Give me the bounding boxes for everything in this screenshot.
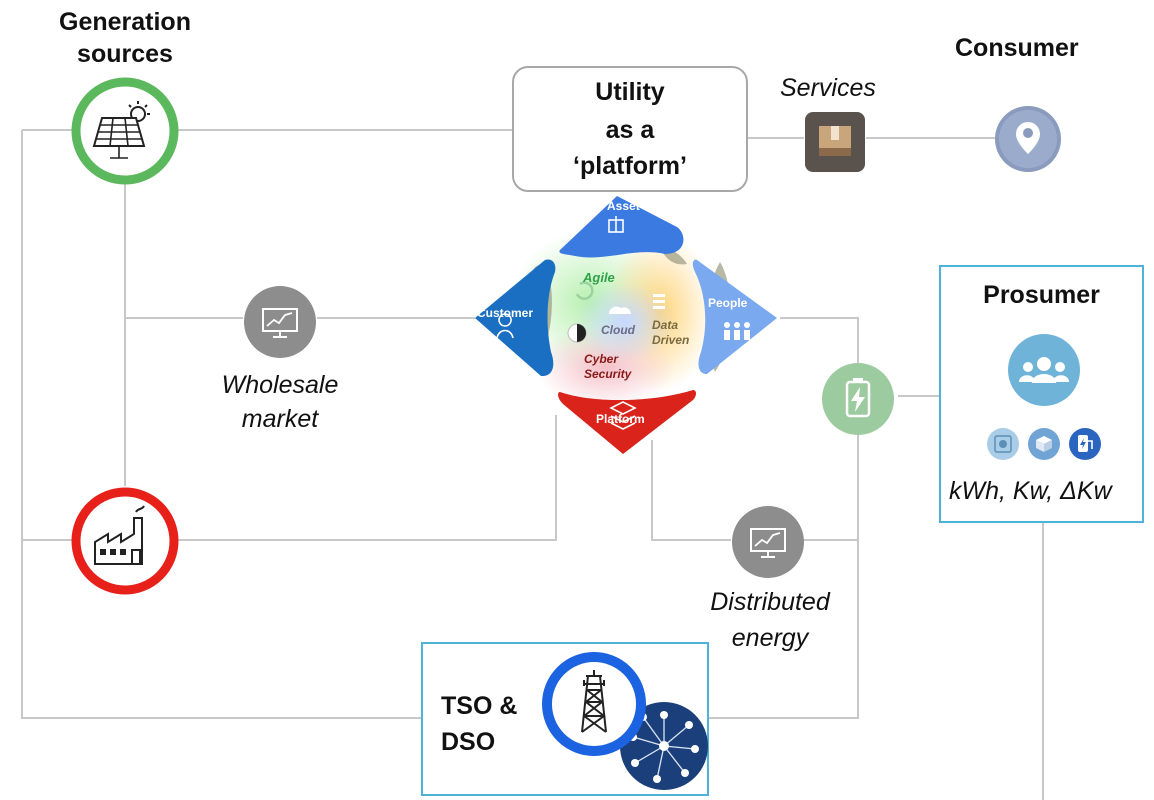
cyber-security-label: Cyber Security (584, 352, 631, 382)
battery-tso-line (709, 428, 859, 719)
platform-diamond (475, 196, 777, 454)
battery-icon (822, 363, 894, 435)
data-driven-line1: Data (652, 318, 679, 332)
platform-label: Platform (596, 412, 645, 426)
data-driven-line2: Driven (652, 333, 690, 347)
asset-label: Asset (607, 199, 640, 213)
people-label: People (708, 296, 748, 310)
wholesale-line2: market (241, 405, 319, 433)
prosumer-title: Prosumer (983, 281, 1100, 309)
monitor-chart-icon-distributed (732, 506, 804, 578)
generation-title-line2: sources (77, 40, 173, 68)
data-driven-label: Data Driven (652, 318, 689, 348)
utility-platform-box: Utility as a ‘platform’ (512, 66, 748, 192)
prosumer-units-label: kWh, Kw, ΔKw (949, 477, 1112, 505)
utility-line1: Utility (595, 78, 665, 106)
wholesale-line1: Wholesale (221, 371, 339, 399)
people-battery-line (780, 317, 859, 368)
generation-title-line1: Generation (59, 8, 191, 36)
customer-label: Customer (477, 306, 534, 320)
cloud-label: Cloud (601, 323, 635, 337)
meter-icon (987, 428, 1019, 460)
cyber-line2: Security (584, 367, 632, 381)
group-icon (1008, 334, 1080, 406)
tso-dso-title: TSO & DSO (441, 688, 517, 760)
distributed-line1: Distributed (710, 588, 830, 616)
consumer-title: Consumer (955, 34, 1079, 62)
prosumer-box: Prosumer kWh, Kw, ΔKw (939, 265, 1144, 523)
box-icon (805, 112, 865, 172)
tso-line2: DSO (441, 728, 496, 756)
solar-panel-icon (71, 77, 179, 185)
cyber-line1: Cyber (584, 352, 619, 366)
tso-line1: TSO & (441, 692, 518, 720)
distributed-energy-label: Distributed energy (680, 584, 860, 656)
user-pin-icon (995, 106, 1061, 172)
transmission-tower-icon (542, 652, 646, 756)
agile-label: Agile (583, 270, 615, 285)
tso-dso-box: TSO & DSO (421, 642, 709, 796)
utility-line2: as a (605, 116, 655, 144)
ev-charger-icon (1069, 428, 1101, 460)
services-label: Services (780, 74, 876, 102)
distributed-line2: energy (731, 624, 809, 652)
factory-icon (71, 487, 179, 595)
generation-sources-title: Generation sources (40, 6, 210, 70)
utility-line3: ‘platform’ (573, 152, 687, 180)
left-bus-line (21, 130, 421, 719)
wholesale-market-label: Wholesale market (190, 368, 370, 436)
factory-platform-line (178, 415, 557, 541)
storage-icon (1028, 428, 1060, 460)
monitor-chart-icon (244, 286, 316, 358)
platform-distributed-line (651, 440, 731, 541)
